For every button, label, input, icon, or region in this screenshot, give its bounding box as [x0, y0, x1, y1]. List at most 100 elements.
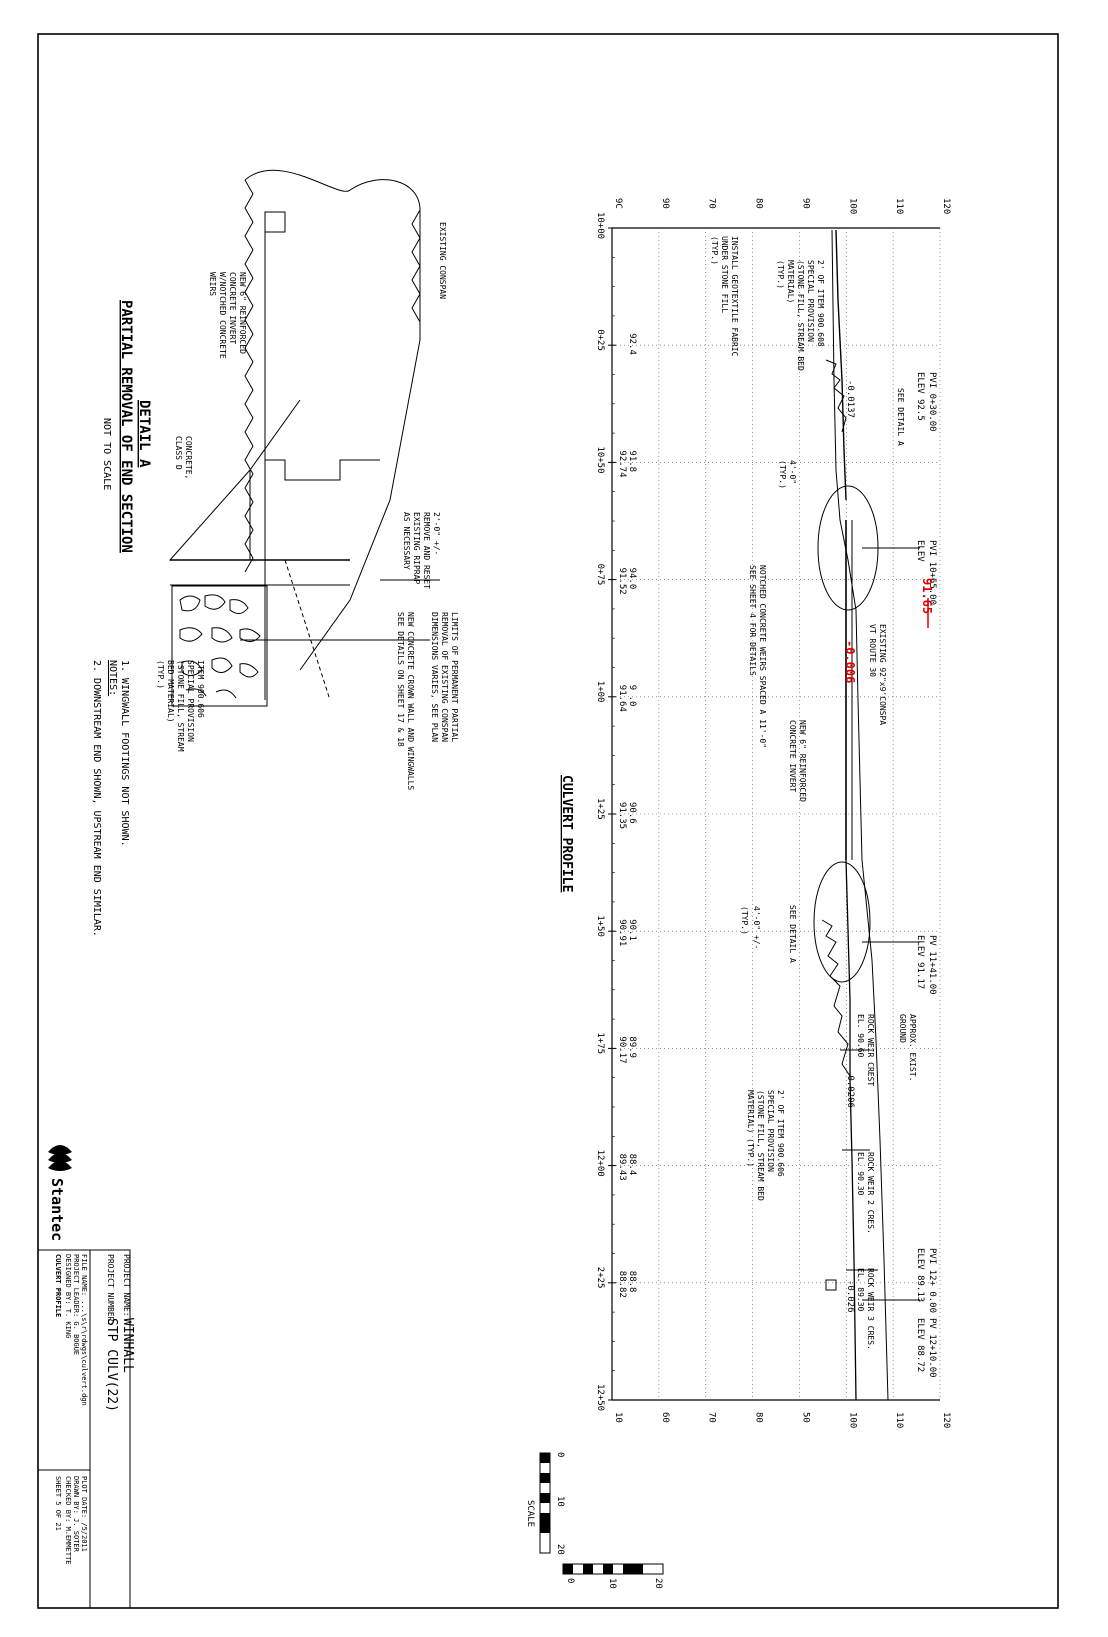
- detail-callout-text: NEW CONCRETE CROWN WALL AND WINGWALLS: [406, 612, 415, 790]
- stone-fill-area: [171, 585, 268, 707]
- break-line-right: [411, 209, 421, 323]
- ground-elevation-proposed: 92.74: [617, 450, 627, 477]
- station-label: 10+00: [595, 212, 605, 239]
- slope-label: -0.0137: [845, 380, 855, 418]
- elevation-label-top: 80: [754, 198, 764, 209]
- profile-grid: 9C10906070708080905010010011011012012010…: [595, 198, 951, 1428]
- detail-callout-text: CONCRETE,: [184, 436, 193, 479]
- existing-ground-line: [831, 229, 889, 1401]
- station-label: 1+75: [595, 1032, 605, 1054]
- elevation-label-top: 90: [800, 198, 810, 209]
- profile-callout-text: SEE DETAIL A: [788, 905, 797, 963]
- top-block: [264, 211, 286, 233]
- profile-callout-text: UNDER STONE FILL: [720, 236, 729, 313]
- elevation-label-bottom: 10: [613, 1412, 623, 1423]
- detail-callout-text: ITEM 900.606: [196, 660, 205, 718]
- file-name: FILE NAME: ...\s\r\rdwgs\culvert.dgn: [80, 1254, 88, 1406]
- profile-callout-text: ROCK WEIR CREST: [866, 1014, 875, 1086]
- pvi-elevation: ELEV 91.17: [915, 935, 925, 989]
- title-block: Stantec PROJECT NAME: WINHALL PROJECT NU…: [37, 1145, 135, 1609]
- detail-callout-text: W/NOTCHED CONCRETE: [218, 272, 227, 359]
- scale-h-seg: [623, 1564, 643, 1574]
- detail-title: DETAIL A: [136, 400, 152, 468]
- scale-h-seg: [583, 1564, 593, 1574]
- ground-elevation-proposed: 88.82: [617, 1271, 627, 1298]
- detail-a-drawing: [168, 169, 440, 707]
- station-label: 1+50: [595, 915, 605, 937]
- detail-callout-text: EXISTING RIPRAP: [412, 512, 421, 584]
- station-label: 12+50: [595, 1384, 605, 1411]
- profile-callout-text: NOTCHED CONCRETE WEIRS SPACED A 11'-0": [758, 565, 767, 748]
- elevation-label-top: 9C: [613, 198, 623, 209]
- profile-callout-text: MATERIAL) (TYP.): [746, 1090, 755, 1167]
- detail-callout-text: WEIRS: [208, 272, 217, 296]
- profile-callout-text: INSTALL GEOTEXTILE FABRIC: [730, 236, 739, 357]
- detail-callout-text: CONCRETE INVERT: [228, 272, 237, 344]
- station-label: 1+00: [595, 681, 605, 703]
- pvi-elevation: ELEV 92.5: [915, 372, 925, 421]
- pvi-elevation: ELEV 88.72: [915, 1318, 925, 1372]
- detail-callout-text: EXISTING CONSPAN: [438, 222, 447, 299]
- stantec-logo: Stantec: [48, 1145, 72, 1241]
- project-name: WINHALL: [120, 1318, 135, 1373]
- conspan-outline: [244, 169, 421, 671]
- station-label: 1+25: [595, 798, 605, 820]
- weir-profile: [265, 459, 380, 481]
- ground-elevation-existing: 9 .0: [627, 685, 637, 707]
- elevation-label-top: 70: [707, 198, 717, 209]
- ground-elevation-existing: 94.0: [627, 568, 637, 590]
- detail-callout-text: DIMENSIONS VARIES, SEE PLAN: [430, 612, 439, 742]
- weir-block: [825, 1279, 837, 1291]
- ground-elevation-existing: 92.4: [627, 333, 637, 355]
- scale-v-tick: 10: [555, 1496, 565, 1507]
- profile-callout-text: NEW 6" REINFORCED: [798, 720, 807, 802]
- elevation-label-bottom: 100: [847, 1412, 857, 1428]
- pvi-label: PV 11+41.00: [927, 935, 937, 995]
- culvert-linework: [813, 229, 920, 1401]
- profile-callout-text: SPECIAL PROVISION: [806, 260, 815, 342]
- scale-h-tick: 10: [607, 1578, 617, 1589]
- ground-elevation-existing: 90.6: [627, 802, 637, 824]
- removal-limit-line: [284, 559, 331, 701]
- detail-callout-text: SEE DETAILS ON SHEET 17 & 18: [396, 612, 405, 747]
- stone-fill-upstream: [825, 359, 847, 433]
- elevation-label-bottom: 120: [941, 1412, 951, 1428]
- elevation-label-bottom: 60: [660, 1412, 670, 1423]
- sheet-number: SHEET 5 OF 21: [54, 1476, 62, 1531]
- elevation-label-top: 90: [660, 198, 670, 209]
- pvi-label: PVI 10+65.00: [927, 540, 937, 605]
- sheet-border: [37, 33, 1059, 1609]
- ground-elevation-proposed: 91.52: [617, 568, 627, 595]
- scale-h-tick: 20: [653, 1578, 663, 1589]
- profile-callout-text: SEE SHEET 4 FOR DETAILS: [748, 565, 757, 676]
- pvi-label: PVI 12+ 0.00: [927, 1248, 937, 1313]
- profile-callout-text: SEE DETAIL A: [896, 388, 905, 446]
- detail-callout-text: NEW 6" REINFORCED: [238, 272, 247, 354]
- ground-elevation-existing: 89.9: [627, 1036, 637, 1058]
- project-number-label: PROJECT NUMBER:: [106, 1254, 115, 1326]
- elevation-label-bottom: 50: [800, 1412, 810, 1423]
- note-1: 1. WINGWALL FOOTINGS NOT SHOWN.: [119, 660, 130, 847]
- profile-callout-text: MATERIAL): [786, 260, 795, 303]
- ground-elevation-proposed: 89.43: [617, 1154, 627, 1181]
- detail-callout-text: REMOVAL OF EXISTING CONSPAN: [440, 612, 449, 742]
- slope-label: -0.026: [845, 1280, 855, 1313]
- detail-callout-text: (STONE FILL, STREAM: [176, 660, 185, 752]
- detail-callout-text: 2'-0" +/-: [432, 512, 441, 555]
- detail-callout-text: LIMITS OF PERMANENT PARTIAL: [450, 612, 459, 742]
- pvi-elevation: ELEV: [915, 540, 925, 562]
- detail-callout-text: AS NECESSARY: [402, 512, 411, 570]
- leader-weir: [249, 399, 301, 471]
- elevation-label-bottom: 80: [754, 1412, 764, 1423]
- profile-callout-text: SPECIAL PROVISION: [766, 1090, 775, 1172]
- plot-date: PLOT DATE: /5/2011: [80, 1476, 88, 1552]
- scale-v-tick: 0: [555, 1452, 565, 1457]
- profile-callout-text: APPROX. EXIST.: [908, 1014, 917, 1081]
- profile-callout-text: VT ROUTE 30: [868, 624, 877, 677]
- notes-title: NOTES:: [107, 660, 118, 696]
- ground-elevation-existing: 88.8: [627, 1271, 637, 1293]
- logo-text: Stantec: [48, 1178, 66, 1241]
- pvi-label: PVI 0+30.00: [927, 372, 937, 432]
